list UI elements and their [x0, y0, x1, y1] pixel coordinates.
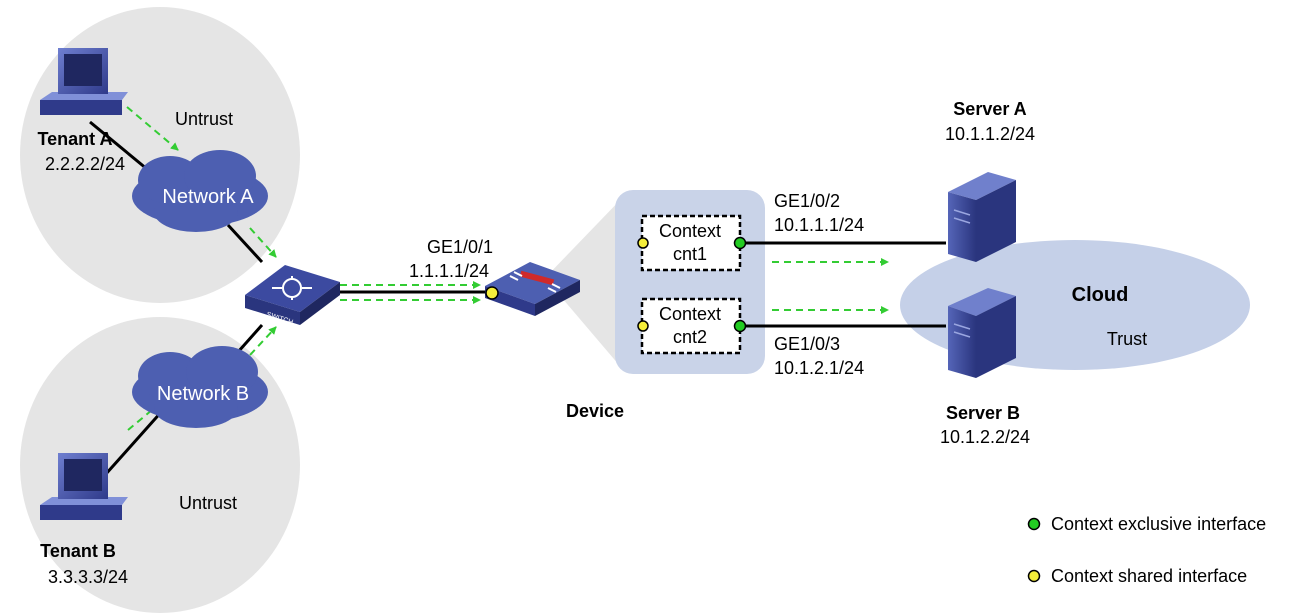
legend-shared-text: Context shared interface: [1051, 566, 1247, 586]
ge1-0-2-ip: 10.1.1.1/24: [774, 215, 864, 235]
context-cnt1-line2: cnt1: [673, 244, 707, 264]
server-a-ip: 10.1.1.2/24: [945, 124, 1035, 144]
server-b-name: Server B: [946, 403, 1020, 423]
tenant-a-ip: 2.2.2.2/24: [45, 154, 125, 174]
device-zoom-wedge: [545, 195, 625, 372]
switch-icon: SWITCH: [245, 265, 340, 326]
legend-exclusive-dot: [1027, 517, 1041, 531]
network-a-cloud-icon: [132, 150, 268, 232]
network-b-cloud-icon: [132, 346, 268, 428]
server-a-icon: [948, 172, 1016, 262]
context-cnt2-line1: Context: [659, 304, 721, 324]
firewall-device-icon: [485, 262, 580, 316]
ge1-0-3-ip: 10.1.2.1/24: [774, 358, 864, 378]
tenant-a-pc-icon: [40, 48, 128, 115]
ge1-0-3-name: GE1/0/3: [774, 334, 840, 354]
network-a-label: Network A: [162, 186, 254, 208]
context-cnt2-line2: cnt2: [673, 327, 707, 347]
cnt2-exclusive-port: [733, 319, 747, 333]
cloud-label: Cloud: [1072, 284, 1129, 306]
ge1-0-2-name: GE1/0/2: [774, 191, 840, 211]
server-b-icon: [948, 288, 1016, 378]
cnt1-shared-port: [637, 237, 649, 249]
ge1-0-1-shared-port: [485, 286, 499, 300]
network-b-label: Network B: [157, 383, 249, 405]
ge1-0-1-name: GE1/0/1: [427, 237, 493, 257]
legend-exclusive-text: Context exclusive interface: [1051, 514, 1266, 534]
cnt2-shared-port: [637, 320, 649, 332]
flow-arrows: [126, 106, 889, 431]
tenant-b-ip: 3.3.3.3/24: [48, 567, 128, 587]
server-b-ip: 10.1.2.2/24: [940, 427, 1030, 447]
ge1-0-1-ip: 1.1.1.1/24: [409, 261, 489, 281]
tenant-b-name: Tenant B: [40, 541, 116, 561]
device-label: Device: [566, 401, 624, 421]
cnt1-exclusive-port: [733, 236, 747, 250]
legend-shared-dot: [1027, 569, 1041, 583]
trust-label: Trust: [1107, 329, 1147, 349]
untrust-a-label: Untrust: [175, 109, 233, 129]
untrust-b-label: Untrust: [179, 493, 237, 513]
context-cnt2-box: [640, 297, 742, 355]
tenant-b-pc-icon: [40, 453, 128, 520]
context-cnt1-line1: Context: [659, 221, 721, 241]
tenant-a-name: Tenant A: [38, 129, 113, 149]
server-a-name: Server A: [953, 99, 1026, 119]
